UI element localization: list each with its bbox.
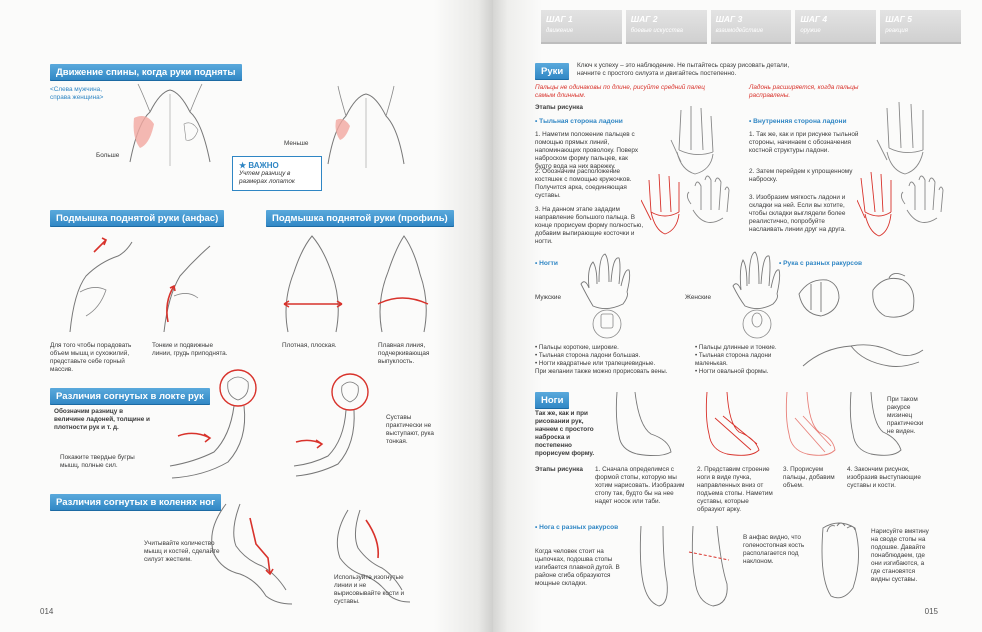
leg-step-3: 3. Прорисуем пальцы, добавим объем. [783, 466, 835, 489]
palm-step-3: 3. Изобразим мягкость ладони и складки н… [749, 194, 846, 233]
back-step-2: 2. Обозначим расположение костяшек с пом… [535, 168, 632, 199]
caption-armpit-profile-1: Плотная, плоская. [282, 342, 337, 349]
palm-sketches [857, 96, 957, 252]
drawing-stages-label: Этапы рисунка [535, 104, 583, 111]
armpit-profile-female-sketch [368, 232, 438, 336]
hand-angles-title: • Рука с разных ракурсов [779, 260, 863, 267]
feet-caption-2: В анфас видно, что голеностопная кость р… [743, 534, 805, 565]
gender-note: <Слева мужчина, справа женщина> [50, 86, 104, 101]
knee-caption-1: Учитывайте количество мышц и костей, сде… [144, 540, 220, 563]
heading-armpit-profile: Подмышка поднятой руки (профиль) [266, 210, 454, 227]
important-note: ★ ВАЖНО Учтем разницу в размерах лопаток [232, 156, 322, 191]
heading-back-movement: Движение спины, когда руки подняты [50, 64, 242, 81]
elbow-caption-1: Покажите твердые бугры мышц, полные сил. [60, 454, 135, 469]
armpit-profile-male-sketch [272, 232, 352, 336]
heading-bent-elbow: Различия согнутых в локте рук [50, 388, 210, 405]
page-number-right: 015 [924, 607, 938, 616]
sole-sketch [809, 518, 869, 604]
feet-stages-sketches [611, 388, 927, 464]
female-back-illustration [318, 84, 414, 170]
armpit-front-male-sketch [60, 232, 140, 336]
label-bigger: Больше [96, 152, 120, 159]
leg-step-4: 4. Закончим рисунок, изобразив выступающ… [847, 466, 921, 489]
back-of-hand-sketches [641, 100, 741, 252]
caption-armpit-front-2: Тонкие и подвижные линии, грудь приподня… [152, 342, 228, 357]
heading-bent-knee: Различия согнутых в коленях ног [50, 494, 222, 511]
legs-stages-label: Этапы рисунка [535, 466, 583, 473]
red-note-1: Пальцы не одинаковы по длине, рисуйте ср… [535, 84, 705, 99]
male-leg-sketch [196, 500, 300, 610]
leg-step-2: 2. Представим строение ноги в виде пучка… [697, 466, 773, 513]
hands-intro: Ключ к успеху – это наблюдение. Не пытай… [577, 62, 790, 77]
heading-armpit-front: Подмышка поднятой руки (анфас) [50, 210, 225, 227]
male-nails-list: • Пальцы короткие, широкие. • Тыльная ст… [535, 344, 668, 375]
female-hand-nails-sketch [729, 248, 785, 340]
hand-angles-sketches [793, 270, 943, 382]
palm-title: • Внутренняя сторона ладони [749, 118, 847, 125]
leg-side-note: При таком ракурсе мизинец практически не… [887, 396, 924, 435]
back-step-3: 3. На данном этапе зададим направление б… [535, 206, 644, 245]
feet-caption-1: Когда человек стоит на цыпочках, подошва… [535, 548, 620, 587]
leg-step-1: 1. Сначала определимся с формой стопы, к… [595, 466, 685, 505]
male-label: Мужские [535, 294, 562, 301]
feet-angles-sketches [633, 522, 737, 612]
back-step-1: 1. Наметим положение пальцев с помощью п… [535, 131, 639, 170]
caption-armpit-front-1: Для того чтобы порадовать объем мышц и с… [50, 342, 132, 373]
armpit-front-female-sketch [150, 236, 220, 336]
female-leg-sketch [318, 506, 414, 606]
feet-angles-title: • Нога с разных ракурсов [535, 524, 619, 531]
palm-step-2: 2. Затем перейдем к упрощенному наброску… [749, 168, 853, 183]
legs-intro: Так же, как и при рисовании рук, начнем … [535, 410, 595, 457]
label-smaller: Меньше [284, 140, 309, 147]
feet-caption-3: Нарисуйте вмятину на своде стопы на подо… [871, 528, 929, 583]
female-arm-sketch [288, 370, 392, 484]
important-body: Учтем разницу в размерах лопаток [239, 170, 295, 185]
female-nails-list: • Пальцы длинные и тонкие. • Тыльная сто… [695, 344, 777, 375]
elbow-caption-2: Суставы практически не выступают, рука т… [386, 414, 434, 445]
palm-step-1: 1. Так же, как и при рисунке тыльной сто… [749, 131, 859, 154]
male-arm-sketch [164, 366, 274, 486]
knee-caption-2: Используйте изогнутые линии и не вырисов… [334, 574, 405, 605]
left-page: Движение спины, когда руки подняты <Слев… [0, 0, 493, 632]
caption-armpit-profile-2: Плавная линия, подчеркивающая выпуклость… [378, 342, 430, 365]
page-number-left: 014 [40, 607, 54, 616]
red-note-2: Ладонь расширяется, когда пальцы расправ… [749, 84, 859, 99]
heading-legs: Ноги [535, 392, 570, 409]
back-of-hand-title: • Тыльная сторона ладони [535, 118, 623, 125]
heading-hands: Руки [535, 63, 570, 80]
male-hand-nails-sketch [577, 248, 637, 340]
female-label: Женские [685, 294, 712, 301]
male-back-illustration [120, 82, 220, 170]
elbow-text: Обозначим разницу в величине ладоней, то… [54, 408, 150, 431]
nails-title: • Ногти [535, 260, 558, 267]
important-title: ★ ВАЖНО [239, 161, 279, 170]
